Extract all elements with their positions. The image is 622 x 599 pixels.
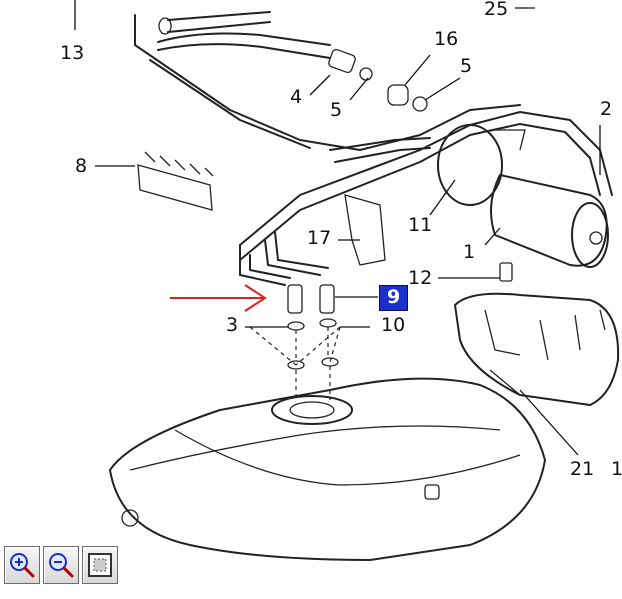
leader-lines (74, 0, 601, 456)
zoom-out-icon (49, 553, 74, 578)
callout-11[interactable]: 11 (408, 214, 433, 236)
callout-2[interactable]: 2 (600, 98, 613, 120)
callout-10[interactable]: 10 (381, 314, 406, 336)
callout-21[interactable]: 21 (570, 458, 595, 480)
quick-connectors (249, 284, 341, 400)
callout-1[interactable]: 1 (611, 458, 622, 480)
zoom-in-icon (10, 553, 35, 578)
zoom-in-button[interactable] (4, 546, 40, 584)
callout-13[interactable]: 13 (60, 42, 85, 64)
callout-4[interactable]: 4 (290, 86, 303, 108)
callout-8[interactable]: 8 (75, 155, 88, 177)
hose-fittings (328, 48, 428, 112)
callout-9-highlighted[interactable]: 9 (379, 285, 409, 311)
part-21-heat-shield (454, 292, 620, 406)
fit-to-page-icon (88, 553, 112, 577)
red-pointer-arrow (170, 284, 267, 312)
zoom-toolbar (4, 546, 118, 586)
callout-25[interactable]: 25 (484, 0, 509, 20)
part-13-fuel-line-assembly (134, 11, 521, 151)
part-1-fuel-filter (490, 174, 609, 268)
fuel-tank (109, 377, 546, 561)
callout-5[interactable]: 5 (330, 99, 343, 121)
zoom-out-button[interactable] (43, 546, 79, 584)
part-11-filter-strap (437, 124, 526, 206)
part-8-pipe-clip (137, 151, 214, 211)
fit-to-page-button[interactable] (82, 546, 118, 584)
part-12-bolt (499, 262, 513, 282)
callout-12[interactable]: 12 (408, 267, 433, 289)
callout-3[interactable]: 3 (226, 314, 239, 336)
part-17-bracket (344, 194, 386, 266)
callout-16[interactable]: 16 (434, 28, 459, 50)
callout-1[interactable]: 1 (463, 241, 476, 263)
callout-17[interactable]: 17 (307, 227, 332, 249)
callout-5[interactable]: 5 (460, 55, 473, 77)
